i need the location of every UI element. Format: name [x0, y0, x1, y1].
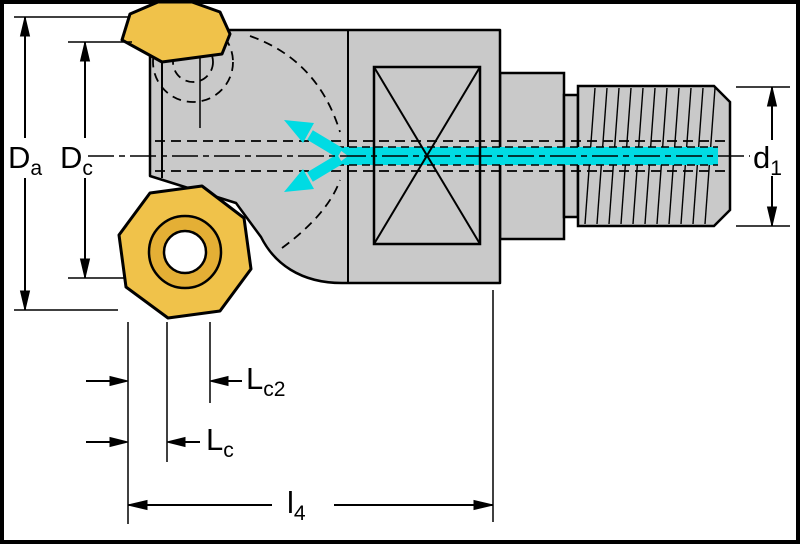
dim-letter: L [206, 422, 224, 457]
arrowhead [473, 499, 494, 511]
dim-letter: D [60, 140, 83, 175]
arrowhead [79, 258, 91, 279]
dim-label-d1: d1 [753, 142, 782, 179]
dim-label-Lc: Lc [206, 424, 234, 461]
dim-letter: l [287, 485, 294, 520]
dim-subscript: c [82, 157, 93, 181]
dim-subscript: c2 [263, 378, 286, 402]
arrowhead [766, 206, 778, 227]
dimension-Lc [86, 436, 200, 448]
dim-label-Da: Da [8, 142, 42, 179]
dim-label-Lc2: Lc2 [246, 363, 286, 400]
dimension-Lc2 [86, 375, 242, 387]
coolant-arrow-head-down [284, 169, 314, 192]
insert-screw-hole [162, 229, 208, 275]
arrowhead [209, 375, 229, 387]
dim-letter: D [8, 140, 31, 175]
arrowhead [19, 16, 31, 37]
coolant-channel [284, 120, 718, 192]
bottom-extension-lines [127, 290, 494, 524]
dim-letter: d [753, 140, 771, 175]
arrowhead [766, 86, 778, 107]
dim-letter: L [246, 361, 264, 396]
dim-subscript: 4 [293, 502, 306, 526]
hidden-flute-arc-bottom [281, 179, 341, 249]
arrowhead [109, 375, 129, 387]
arrowhead [127, 499, 148, 511]
arrowhead [109, 436, 129, 448]
dimension-d1 [736, 86, 790, 227]
coolant-arrow-head-up [284, 120, 314, 143]
arrowhead [166, 436, 186, 448]
arrowhead [19, 290, 31, 311]
hidden-flute-arc-top [249, 35, 341, 133]
dim-subscript: a [30, 157, 43, 181]
arrowhead [79, 41, 91, 62]
coolant-band-edges [336, 146, 718, 166]
dimension-l4 [127, 499, 494, 511]
dim-subscript: 1 [770, 157, 782, 181]
insert-bottom [117, 184, 253, 320]
dim-label-Dc: Dc [60, 142, 93, 179]
dimension-Da [14, 16, 128, 311]
insert-top-octagon [120, 0, 232, 64]
coolant-arrow-shaft-up [307, 130, 343, 158]
dimension-Dc [68, 41, 132, 279]
coolant-arrow-shaft-down [307, 154, 343, 182]
dim-label-l4: l4 [287, 487, 306, 524]
cutter-head-body [148, 28, 502, 285]
dim-subscript: c [223, 439, 234, 463]
